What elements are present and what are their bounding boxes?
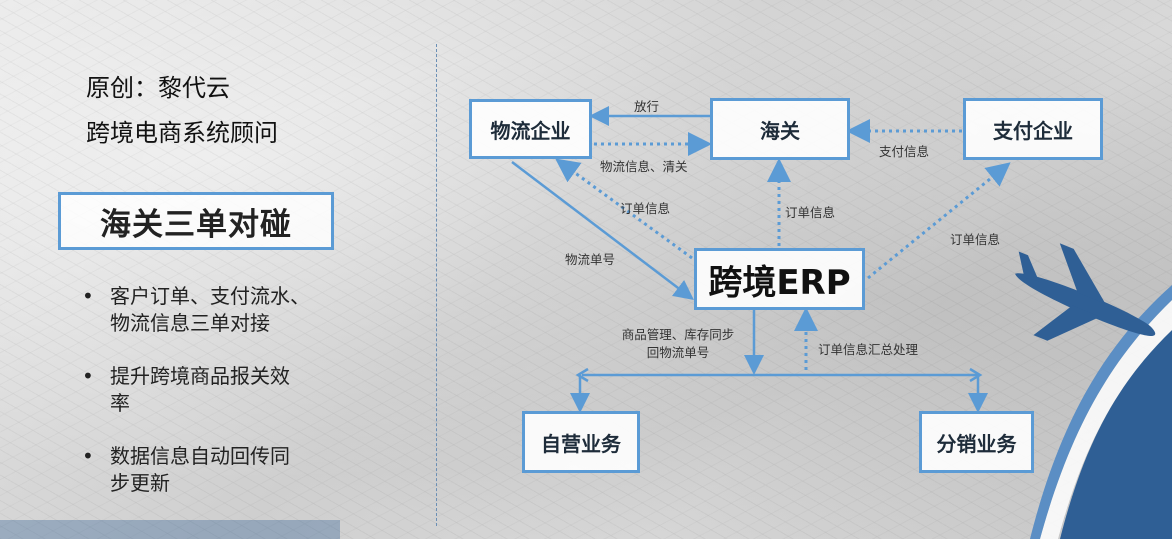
section-divider	[436, 44, 437, 526]
bullet-text: 数据信息自动回传同 步更新	[110, 444, 290, 495]
node-distribution: 分销业务	[919, 411, 1034, 473]
edge-order-info-payment	[867, 162, 1011, 280]
page-title: 海关三单对碰	[100, 206, 292, 243]
list-item: • 客户订单、支付流水、 物流信息三单对接	[82, 283, 352, 337]
bullet-icon: •	[82, 444, 94, 468]
edge-label-release: 放行	[634, 99, 660, 114]
airplane-icon	[1015, 243, 1156, 341]
bullet-icon: •	[82, 364, 94, 388]
node-customs: 海关	[710, 98, 850, 160]
role-label: 跨境电商系统顾问	[86, 119, 278, 147]
author-label: 原创：黎代云	[86, 74, 230, 102]
edge-label-goods-mgmt: 商品管理、库存同步 回物流单号	[608, 326, 748, 362]
edge-label-order-summary: 订单信息汇总处理	[818, 342, 919, 357]
edge-tracking-no	[511, 161, 694, 301]
edge-label-logistics-info: 物流信息、清关	[600, 159, 688, 174]
bullet-list: • 客户订单、支付流水、 物流信息三单对接 • 提升跨境商品报关效 率 • 数据…	[82, 283, 352, 523]
edge-label-goods-mgmt-line2: 回物流单号	[646, 345, 710, 360]
node-erp: 跨境ERP	[694, 248, 865, 310]
bullet-icon: •	[82, 284, 94, 308]
bullet-text: 提升跨境商品报关效 率	[110, 364, 290, 415]
edge-label-tracking-no: 物流单号	[565, 252, 616, 267]
list-item: • 提升跨境商品报关效 率	[82, 363, 352, 417]
node-payment: 支付企业	[963, 98, 1103, 160]
list-item: • 数据信息自动回传同 步更新	[82, 443, 352, 497]
edge-label-order-info-payment: 订单信息	[950, 232, 1001, 247]
edge-label-order-info-customs: 订单信息	[785, 205, 836, 220]
node-logistics: 物流企业	[469, 99, 592, 159]
node-self-operated: 自营业务	[522, 411, 640, 473]
edge-label-order-info-logistics: 订单信息	[620, 201, 671, 216]
edge-label-payment-info: 支付信息	[879, 144, 930, 159]
bullet-text: 客户订单、支付流水、 物流信息三单对接	[110, 284, 310, 335]
title-box: 海关三单对碰	[58, 192, 334, 250]
edge-label-goods-mgmt-line1: 商品管理、库存同步	[621, 327, 735, 342]
